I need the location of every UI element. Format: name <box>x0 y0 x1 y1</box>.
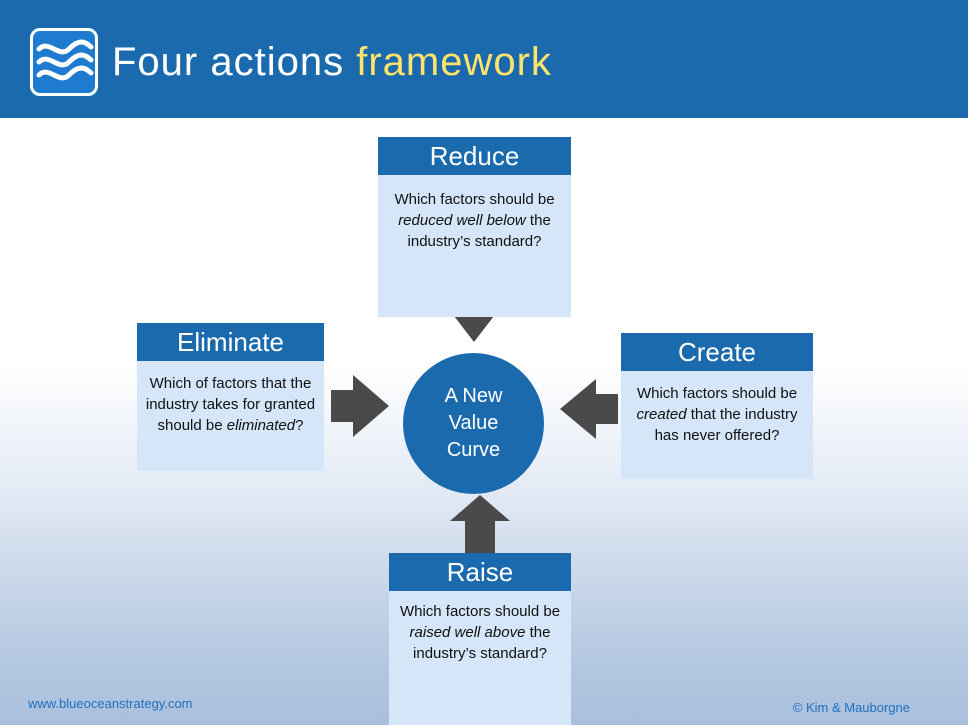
waves-icon <box>30 28 98 96</box>
value-curve-circle: A New Value Curve <box>403 353 544 494</box>
create-text-emph: created <box>636 406 687 423</box>
value-curve-label: A New Value Curve <box>444 385 503 461</box>
reduce-box: Reduce Which factors should be reduced w… <box>378 137 571 317</box>
reduce-question: Which factors should be reduced well bel… <box>378 175 571 317</box>
raise-text-before: Which factors should be <box>399 603 561 620</box>
create-heading: Create <box>621 333 813 371</box>
page-title: Four actions framework <box>112 38 552 86</box>
eliminate-text-emph: eliminated <box>226 417 296 434</box>
reduce-text-before: Which factors should be <box>394 191 555 208</box>
reduce-text-emph: reduced well below <box>398 212 526 229</box>
raise-question: Which factors should be raised well abov… <box>389 591 571 725</box>
eliminate-text-after: ? <box>295 417 304 434</box>
eliminate-heading: Eliminate <box>137 323 324 361</box>
create-question: Which factors should be created that the… <box>621 371 813 479</box>
raise-text-after: the industry’s standard? <box>413 624 551 662</box>
eliminate-box: Eliminate Which of factors that the indu… <box>137 323 324 471</box>
arrow-up-icon <box>450 495 510 553</box>
create-box: Create Which factors should be created t… <box>621 333 813 479</box>
header-bar: Four actions framework <box>0 0 968 118</box>
arrow-right-icon <box>331 375 389 437</box>
title-main: Four actions <box>112 40 357 84</box>
arrow-left-icon <box>560 379 618 439</box>
reduce-text-after: the industry’s standard? <box>407 212 551 250</box>
eliminate-text-before: Which of factors that the industry takes… <box>145 375 316 434</box>
eliminate-question: Which of factors that the industry takes… <box>137 361 324 471</box>
copyright-text: © Kim & Mauborgne <box>792 700 910 715</box>
title-accent: framework <box>356 40 552 84</box>
create-text-before: Which factors should be <box>636 385 798 402</box>
create-text-after: that the industry has never offered? <box>654 406 798 444</box>
reduce-heading: Reduce <box>378 137 571 175</box>
raise-text-emph: raised well above <box>409 624 526 641</box>
website-link[interactable]: www.blueoceanstrategy.com <box>28 696 193 711</box>
raise-box: Raise Which factors should be raised wel… <box>389 553 571 725</box>
raise-heading: Raise <box>389 553 571 591</box>
